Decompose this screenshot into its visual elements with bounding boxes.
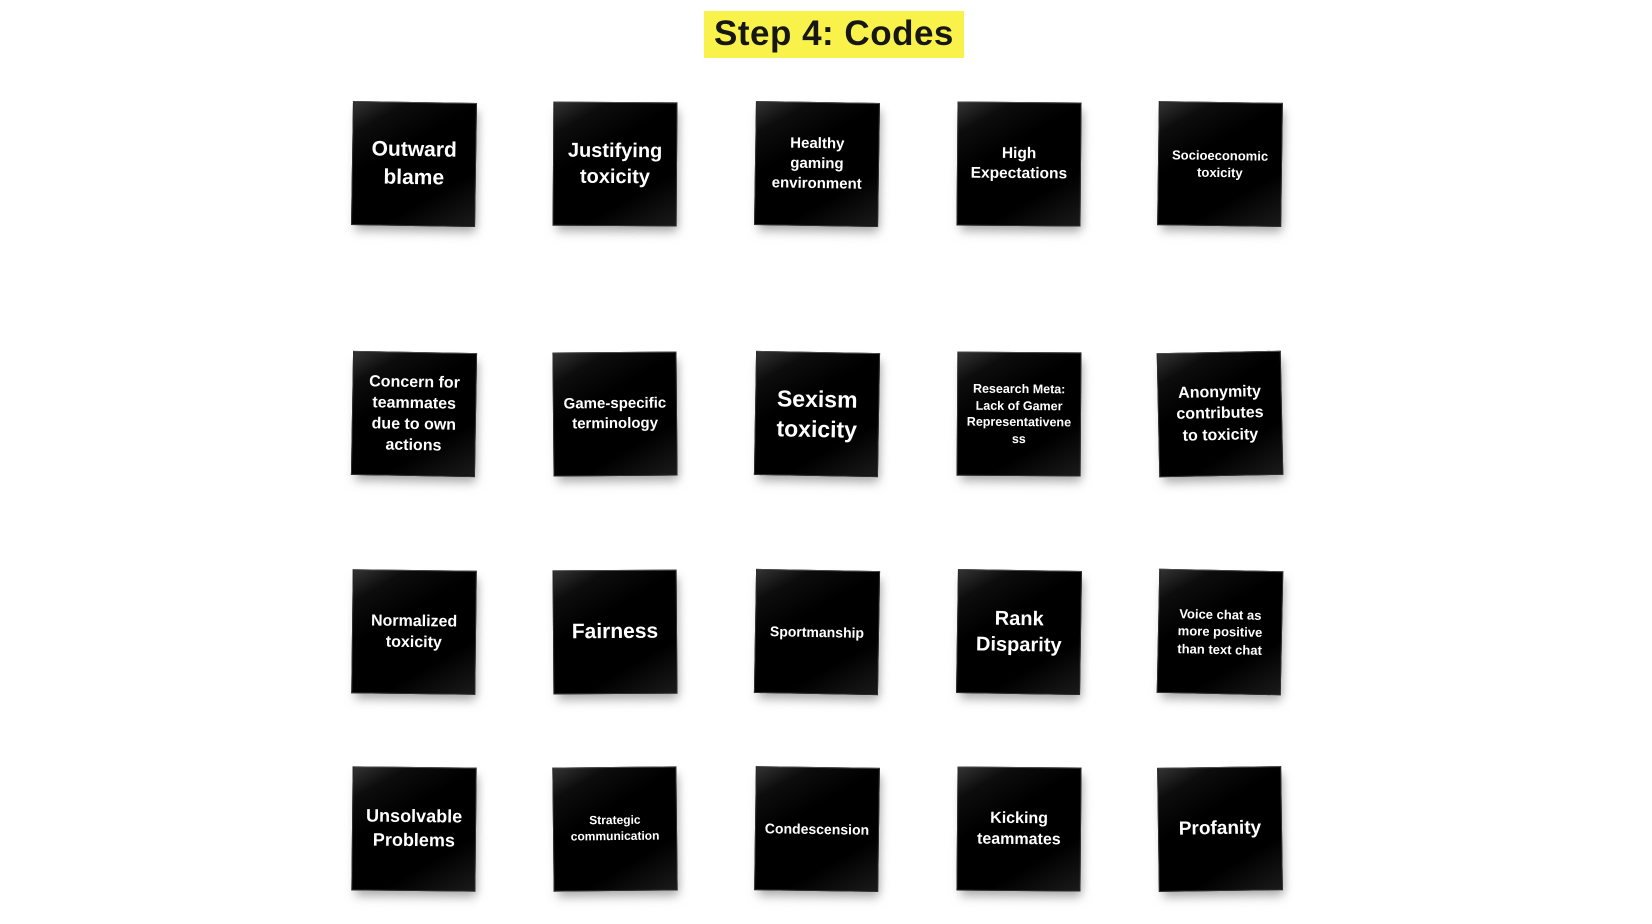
sticky-note-kicking-teammates[interactable]: Kicking teammates <box>956 766 1082 892</box>
sticky-note-label: Healthy gaming environment <box>771 134 862 193</box>
sticky-note-label: Condescension <box>764 820 870 838</box>
sticky-note-label: Sexism toxicity <box>776 384 858 443</box>
sticky-note-label: Anonymity contributes to toxicity <box>1176 383 1264 445</box>
sticky-note-game-specific-terminology[interactable]: Game-specific terminology <box>552 351 678 477</box>
sticky-note-outward-blame[interactable]: Outward blame <box>351 101 477 227</box>
sticky-note-label: Strategic communication <box>570 812 660 844</box>
sticky-note-sexism-toxicity[interactable]: Sexism toxicity <box>753 350 881 478</box>
sticky-note-healthy-gaming-environment[interactable]: Healthy gaming environment <box>754 101 880 227</box>
sticky-note-high-expectations[interactable]: High Expectations <box>956 101 1082 227</box>
sticky-note-label: Profanity <box>1178 817 1262 841</box>
sticky-note-profanity[interactable]: Profanity <box>1157 766 1283 892</box>
sticky-note-voice-chat[interactable]: Voice chat as more positive than text ch… <box>1156 568 1284 696</box>
sticky-note-unsolvable-problems[interactable]: Unsolvable Problems <box>351 766 477 892</box>
sticky-note-label: Voice chat as more positive than text ch… <box>1177 606 1263 658</box>
sticky-note-label: Fairness <box>571 619 659 644</box>
sticky-note-condescension[interactable]: Condescension <box>754 766 880 892</box>
sticky-note-strategic-communication[interactable]: Strategic communication <box>552 766 678 892</box>
sticky-note-label: Outward blame <box>371 137 457 190</box>
sticky-note-fairness[interactable]: Fairness <box>552 569 678 695</box>
sticky-note-socioeconomic-toxicity[interactable]: Socioeconomic toxicity <box>1157 101 1283 227</box>
sticky-note-label: Normalized toxicity <box>370 612 458 652</box>
sticky-note-label: Game-specific terminology <box>563 394 667 433</box>
sticky-note-label: Research Meta: Lack of Gamer Representat… <box>966 381 1072 446</box>
sticky-note-sportmanship[interactable]: Sportmanship <box>753 568 881 696</box>
sticky-note-rank-disparity[interactable]: Rank Disparity <box>956 569 1082 695</box>
sticky-note-concern-for-teammates[interactable]: Concern for teammates due to own actions <box>350 350 478 478</box>
sticky-note-label: Rank Disparity <box>975 607 1062 657</box>
sticky-note-label: Unsolvable Problems <box>366 805 463 851</box>
sticky-note-research-meta[interactable]: Research Meta: Lack of Gamer Representat… <box>956 351 1082 477</box>
sticky-note-label: Socioeconomic toxicity <box>1171 147 1269 181</box>
sticky-note-justifying-toxicity[interactable]: Justifying toxicity <box>552 101 678 227</box>
sticky-note-normalized-toxicity[interactable]: Normalized toxicity <box>351 569 477 695</box>
sticky-note-label: Concern for teammates due to own actions <box>369 372 461 455</box>
sticky-note-label: Justifying toxicity <box>567 139 663 189</box>
sticky-note-label: Sportmanship <box>769 622 865 641</box>
board-title[interactable]: Step 4: Codes <box>704 11 964 58</box>
sticky-note-label: Kicking teammates <box>977 809 1061 849</box>
sticky-note-label: High Expectations <box>970 144 1068 183</box>
sticky-note-anonymity-contributes[interactable]: Anonymity contributes to toxicity <box>1156 350 1284 478</box>
